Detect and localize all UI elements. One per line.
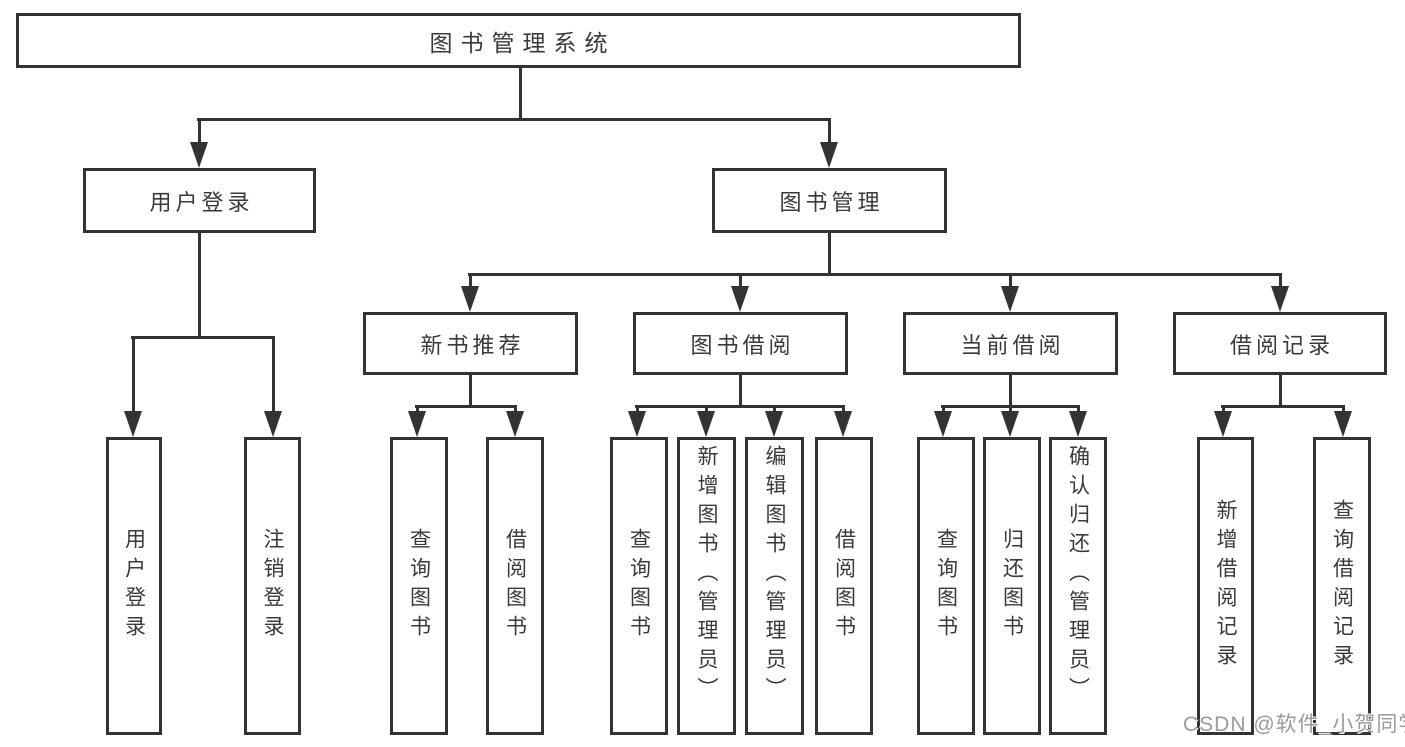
arrow-to-user-login	[190, 142, 208, 168]
arrow-to-newbook	[461, 286, 479, 312]
node-book-management-label: 图书管理	[779, 189, 884, 215]
arrow-to-leaf	[934, 411, 952, 437]
arrow-to-login-leaf	[124, 411, 142, 437]
leaf-confirm-return-admin: 确认归还（管理员）	[1049, 437, 1107, 735]
leaf-borrow-books-recommend: 借阅图书	[486, 437, 544, 735]
leaf-logout-label: 注销登录	[261, 528, 284, 644]
arrow-to-borrowing	[731, 286, 749, 312]
leaf-add-books-admin: 新增图书（管理员）	[677, 437, 736, 735]
connector-records-drop	[1279, 273, 1282, 288]
connector-leaf-drop	[1342, 405, 1345, 413]
connector-user-login-drop	[198, 118, 201, 144]
leaf-add-books-admin-label: 新增图书（管理员）	[695, 445, 718, 706]
connector-borrowing-drop	[739, 273, 742, 288]
node-current-borrowing: 当前借阅	[903, 312, 1118, 375]
leaf-borrow-books-borrowing: 借阅图书	[815, 437, 873, 735]
leaf-query-books-recommend-label: 查询图书	[407, 528, 431, 644]
connector-level1-rail	[197, 118, 831, 121]
leaf-query-books-borrowing-label: 查询图书	[627, 528, 651, 644]
leaf-borrow-books-borrowing-label: 借阅图书	[832, 528, 856, 644]
node-new-book-recommend-label: 新书推荐	[420, 332, 525, 358]
connector-records-rail	[1221, 405, 1345, 408]
arrow-to-leaf	[834, 411, 852, 437]
node-borrowing-records-label: 借阅记录	[1229, 332, 1334, 358]
arrow-to-leaf	[765, 411, 783, 437]
node-user-login-label: 用户登录	[149, 189, 254, 215]
arrow-to-leaf	[1001, 411, 1019, 437]
connector-borrowing-rail	[635, 405, 845, 408]
leaf-return-books-label: 归还图书	[1000, 528, 1024, 644]
node-user-login: 用户登录	[83, 168, 316, 233]
node-new-book-recommend: 新书推荐	[363, 312, 578, 375]
leaf-query-books-borrowing: 查询图书	[610, 437, 668, 735]
connector-leaf-drop	[636, 405, 639, 413]
connector-newbook-stub	[469, 375, 472, 405]
connector-leaf-drop	[1009, 405, 1012, 413]
connector-root-stub	[519, 68, 522, 118]
connector-leaf-drop	[773, 405, 776, 413]
leaf-query-books-recommend: 查询图书	[390, 437, 448, 735]
node-book-borrowing: 图书借阅	[633, 312, 848, 375]
arrow-to-leaf	[697, 411, 715, 437]
csdn-watermark: CSDN @软件_小贺同学	[1183, 713, 1405, 736]
connector-current-stub	[1009, 375, 1012, 405]
connector-user-login-rail	[131, 336, 275, 339]
arrow-to-book-mgmt	[820, 142, 838, 168]
leaf-user-login-label: 用户登录	[122, 528, 146, 644]
leaf-query-borrow-record-label: 查询借阅记录	[1330, 499, 1354, 673]
leaf-query-books-current-label: 查询图书	[934, 528, 958, 644]
leaf-return-books: 归还图书	[983, 437, 1041, 735]
arrow-to-leaf	[628, 411, 646, 437]
arrow-to-logout-leaf	[264, 411, 282, 437]
connector-leaf-drop	[842, 405, 845, 413]
leaf-user-login: 用户登录	[106, 437, 162, 735]
connector-leaf-drop	[705, 405, 708, 413]
arrow-to-records	[1271, 286, 1289, 312]
connector-leaf-drop	[942, 405, 945, 413]
arrow-to-leaf	[1214, 411, 1232, 437]
node-library-system: 图书管理系统	[16, 13, 1021, 68]
leaf-add-borrow-record-label: 新增借阅记录	[1214, 499, 1237, 673]
node-current-borrowing-label: 当前借阅	[960, 332, 1065, 358]
arrow-to-leaf	[408, 411, 426, 437]
leaf-borrow-books-recommend-label: 借阅图书	[503, 528, 527, 644]
connector-leaf-drop	[1222, 405, 1225, 413]
connector-logout-leaf-drop	[272, 336, 275, 412]
connector-leaf-drop	[514, 405, 517, 413]
leaf-logout: 注销登录	[244, 437, 301, 735]
connector-login-leaf-drop	[132, 336, 135, 412]
connector-book-mgmt-drop	[828, 118, 831, 144]
connector-leaf-drop	[1077, 405, 1080, 413]
arrow-to-leaf	[1069, 411, 1087, 437]
arrow-to-current	[1001, 286, 1019, 312]
node-book-borrowing-label: 图书借阅	[690, 332, 795, 358]
arrow-to-leaf	[1334, 411, 1352, 437]
connector-newbook-rail	[415, 405, 517, 408]
connector-current-drop	[1009, 273, 1012, 288]
connector-records-stub	[1279, 375, 1282, 405]
connector-book-mgmt-stub	[828, 233, 831, 273]
connector-level2-rail	[468, 273, 1282, 276]
leaf-edit-books-admin-label: 编辑图书（管理员）	[763, 445, 786, 706]
leaf-add-borrow-record: 新增借阅记录	[1197, 437, 1254, 735]
connector-borrowing-stub	[739, 375, 742, 405]
node-borrowing-records: 借阅记录	[1173, 312, 1387, 375]
leaf-confirm-return-admin-label: 确认归还（管理员）	[1066, 445, 1090, 706]
connector-newbook-drop	[469, 273, 472, 288]
connector-user-login-stub	[198, 233, 201, 336]
leaf-query-borrow-record: 查询借阅记录	[1313, 437, 1371, 735]
leaf-edit-books-admin: 编辑图书（管理员）	[745, 437, 804, 735]
leaf-query-books-current: 查询图书	[917, 437, 975, 735]
connector-leaf-drop	[416, 405, 419, 413]
node-library-system-label: 图书管理系统	[429, 29, 616, 56]
node-book-management: 图书管理	[712, 168, 947, 233]
arrow-to-leaf	[506, 411, 524, 437]
